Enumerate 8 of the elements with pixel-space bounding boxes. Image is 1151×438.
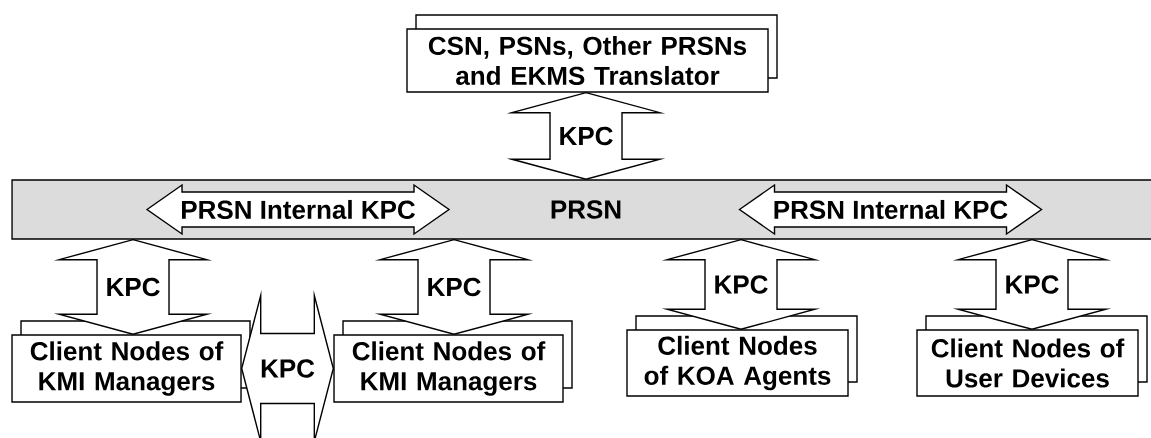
stacked-box: Client Nodes of KMI Managers bbox=[11, 320, 251, 403]
edge-label: KPC bbox=[712, 274, 770, 295]
edge-label: KPC bbox=[259, 358, 316, 379]
stacked-box: Client Nodes of User Devices bbox=[916, 315, 1148, 397]
stacked-box: CSN, PSNs, Other PRSNs and EKMS Translator bbox=[406, 14, 778, 93]
stacked-box: Client Nodes of KOA Agents bbox=[626, 315, 858, 397]
edge-label: KPC bbox=[1003, 274, 1061, 295]
stacked-box: Client Nodes of KMI Managers bbox=[333, 320, 573, 403]
